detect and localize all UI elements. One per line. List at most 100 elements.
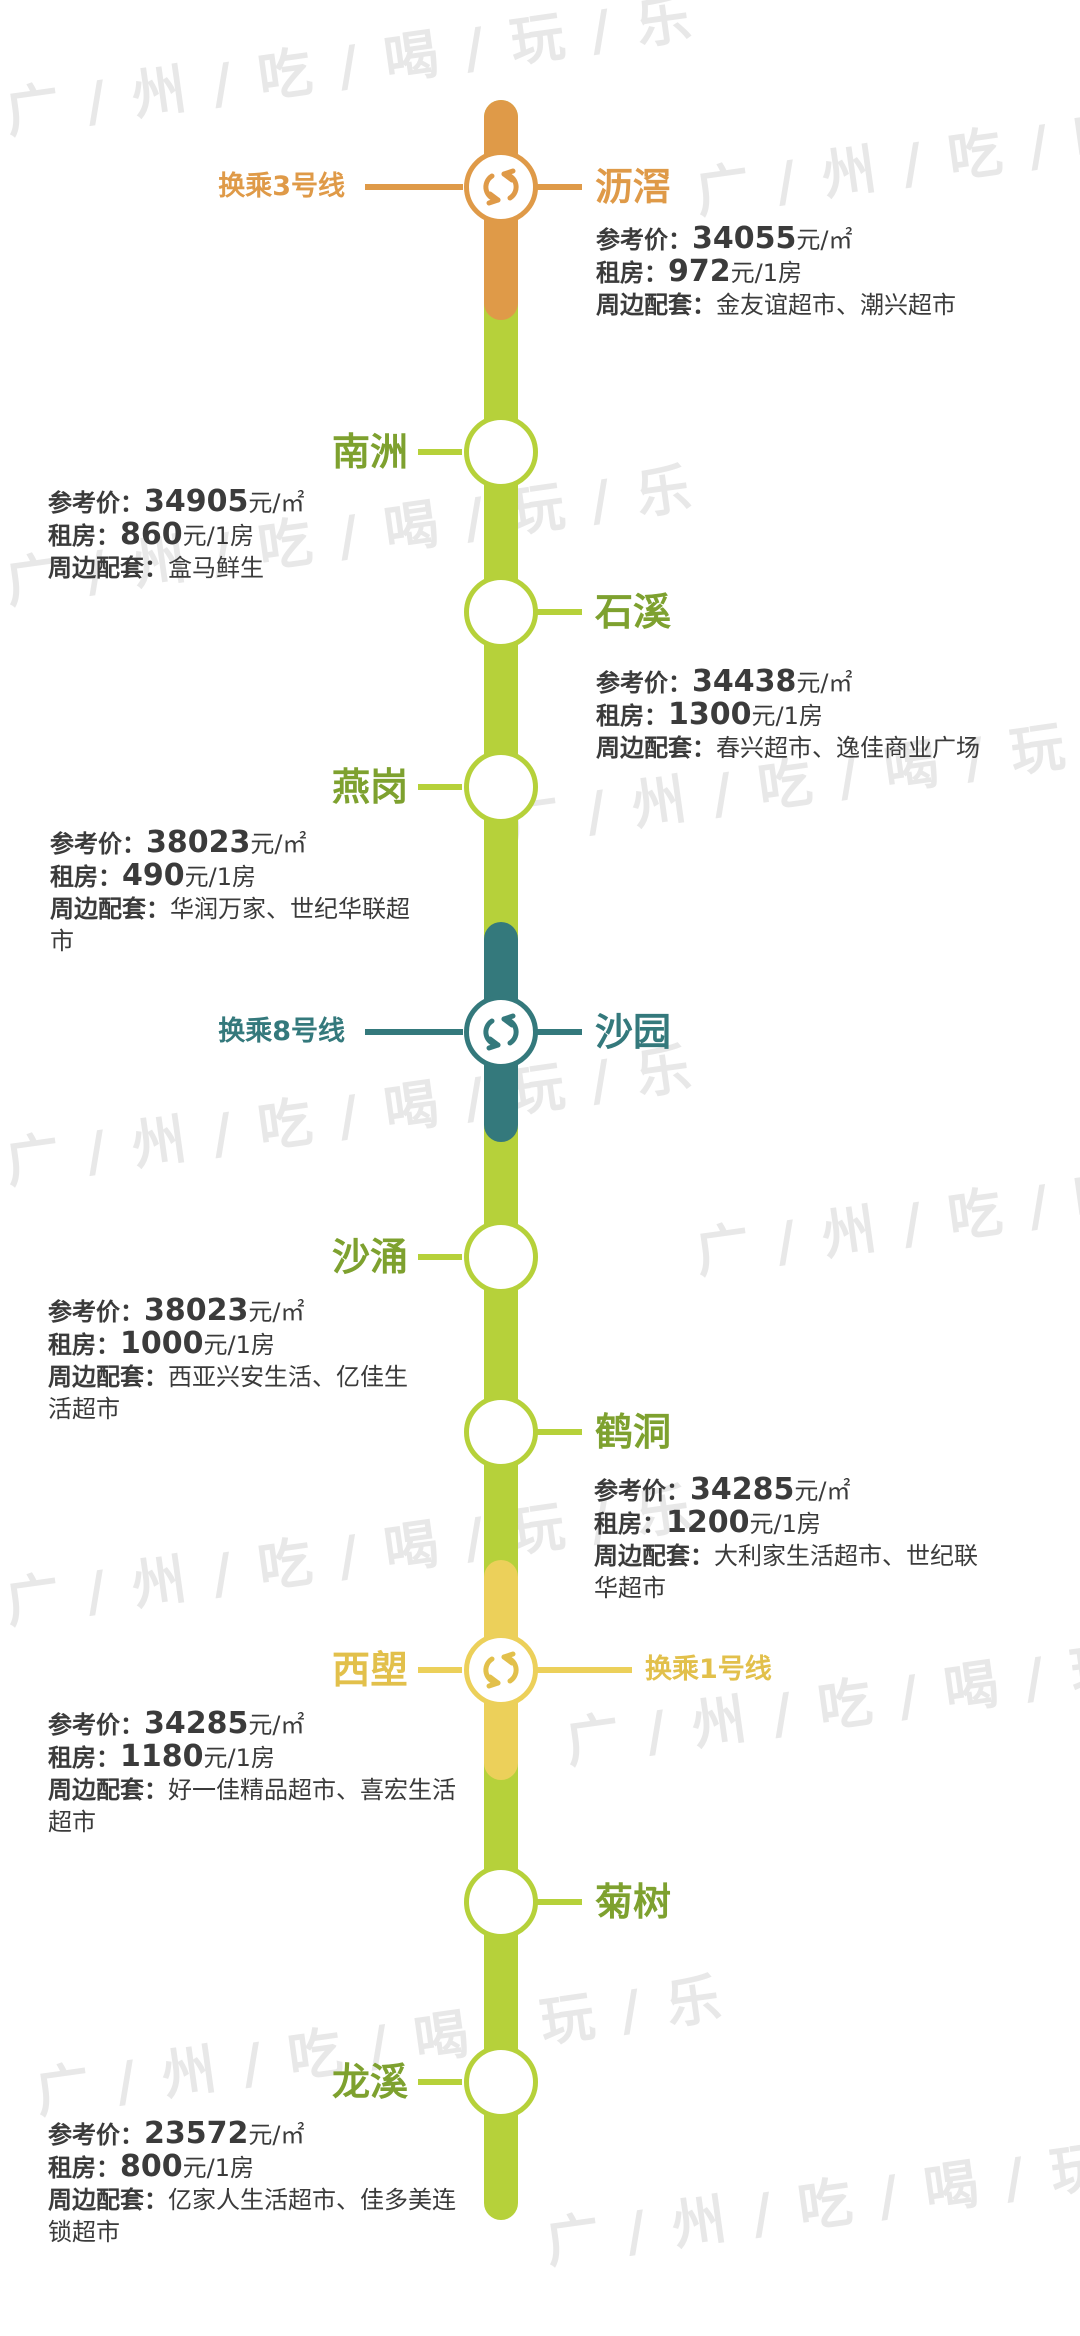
connector-line — [536, 1029, 582, 1035]
station-circle — [464, 575, 538, 649]
station-info: 参考价：38023元/㎡ 租房：1000元/1房 周边配套：西亚兴安生活、亿佳生… — [48, 1295, 408, 1425]
nearby-value: 亿家人生活超市、佳多美连锁超市 — [48, 2186, 456, 2246]
rent-label: 租房： — [48, 522, 120, 550]
price-unit: 元/㎡ — [250, 830, 307, 858]
price-label: 参考价： — [48, 2121, 144, 2149]
watermark-text: 广 / 州 / 吃 / 喝 / 玩 / 乐 — [561, 1616, 1080, 1776]
rent-unit: 元/1房 — [730, 259, 802, 287]
rent-label: 租房： — [48, 1744, 120, 1772]
rent-unit: 元/1房 — [203, 1331, 275, 1359]
station-circle — [464, 1395, 538, 1469]
nearby-value: 盒马鲜生 — [168, 554, 264, 582]
station-circle — [464, 1865, 538, 1939]
rent-unit: 元/1房 — [182, 522, 254, 550]
nearby-label: 周边配套： — [50, 895, 170, 923]
station-info: 参考价：38023元/㎡ 租房：490元/1房 周边配套：华润万家、世纪华联超市 — [50, 827, 410, 957]
station-circle — [464, 415, 538, 489]
station-info: 参考价：34285元/㎡ 租房：1200元/1房 周边配套：大利家生活超市、世纪… — [594, 1474, 994, 1604]
nearby-value: 西亚兴安生活、亿佳生活超市 — [48, 1363, 408, 1423]
nearby-value: 大利家生活超市、世纪联华超市 — [594, 1542, 978, 1602]
connector-line — [536, 184, 582, 190]
nearby-value: 春兴超市、逸佳商业广场 — [716, 734, 980, 762]
connector-line — [418, 449, 462, 455]
nearby-label: 周边配套： — [48, 1363, 168, 1391]
price-label: 参考价： — [596, 226, 692, 254]
price-label: 参考价： — [48, 489, 144, 517]
price-value: 23572 — [144, 2116, 249, 2151]
transfer-station-icon — [464, 1633, 538, 1707]
watermark-text: 广 / 州 / 吃 / 喝 / 玩 / 乐 — [541, 2116, 1080, 2276]
price-label: 参考价： — [50, 830, 146, 858]
rent-value: 1200 — [666, 1505, 750, 1540]
nearby-label: 周边配套： — [596, 734, 716, 762]
connector-line — [365, 184, 463, 190]
transfer-label: 换乘1号线 — [645, 1654, 772, 1685]
rent-value: 972 — [668, 254, 731, 289]
station-name: 西塱 — [331, 1648, 408, 1692]
connector-line — [536, 1667, 632, 1673]
station-name: 沙园 — [595, 1010, 672, 1054]
rent-label: 租房： — [594, 1510, 666, 1538]
price-label: 参考价： — [48, 1711, 144, 1739]
station-circle — [464, 750, 538, 824]
rent-value: 1180 — [120, 1739, 204, 1774]
connector-line — [365, 1029, 463, 1035]
station-info: 参考价：34438元/㎡ 租房：1300元/1房 周边配套：春兴超市、逸佳商业广… — [596, 666, 996, 764]
price-label: 参考价： — [596, 669, 692, 697]
watermark-text: 广 / 州 / 吃 / 喝 / 玩 / 乐 — [1, 0, 699, 146]
nearby-value: 华润万家、世纪华联超市 — [50, 895, 410, 955]
station-name: 燕岗 — [331, 765, 408, 809]
watermark-text: 广 / 州 / 吃 / 喝 / 玩 / 乐 — [691, 66, 1080, 226]
price-value: 34438 — [692, 664, 797, 699]
price-value: 38023 — [144, 1293, 249, 1328]
price-unit: 元/㎡ — [794, 1477, 851, 1505]
nearby-label: 周边配套： — [596, 291, 716, 319]
nearby-label: 周边配套： — [594, 1542, 714, 1570]
nearby-label: 周边配套： — [48, 554, 168, 582]
price-value: 34905 — [144, 484, 249, 519]
price-unit: 元/㎡ — [796, 669, 853, 697]
rent-label: 租房： — [596, 259, 668, 287]
rent-label: 租房： — [48, 2154, 120, 2182]
station-info: 参考价：34905元/㎡ 租房：860元/1房 周边配套：盒马鲜生 — [48, 486, 304, 584]
rent-unit: 元/1房 — [751, 702, 823, 730]
rent-unit: 元/1房 — [203, 1744, 275, 1772]
price-value: 38023 — [146, 825, 251, 860]
connector-line — [418, 784, 462, 790]
connector-line — [536, 1899, 582, 1905]
connector-line — [536, 1429, 582, 1435]
price-unit: 元/㎡ — [248, 2121, 305, 2149]
rent-value: 490 — [122, 858, 185, 893]
connector-line — [418, 1667, 462, 1673]
transfer-station-icon — [464, 150, 538, 224]
station-circle — [464, 1220, 538, 1294]
price-value: 34285 — [144, 1706, 249, 1741]
station-name: 南洲 — [331, 430, 408, 474]
price-unit: 元/㎡ — [248, 1711, 305, 1739]
rent-label: 租房： — [48, 1331, 120, 1359]
station-circle — [464, 2045, 538, 2119]
price-value: 34285 — [690, 1472, 795, 1507]
station-name: 石溪 — [595, 590, 672, 634]
connector-line — [418, 1254, 462, 1260]
station-info: 参考价：34055元/㎡ 租房：972元/1房 周边配套：金友谊超市、潮兴超市 — [596, 223, 956, 321]
station-name: 鹤洞 — [595, 1410, 672, 1454]
price-label: 参考价： — [48, 1298, 144, 1326]
rent-label: 租房： — [596, 702, 668, 730]
price-value: 34055 — [692, 221, 797, 256]
watermark-text: 广 / 州 / 吃 / 喝 / 玩 / 乐 — [691, 1126, 1080, 1286]
transfer-label: 换乘3号线 — [218, 171, 345, 202]
price-unit: 元/㎡ — [248, 1298, 305, 1326]
nearby-label: 周边配套： — [48, 2186, 168, 2214]
rent-value: 1300 — [668, 697, 752, 732]
transfer-label: 换乘8号线 — [218, 1016, 345, 1047]
station-name: 龙溪 — [331, 2060, 408, 2104]
rent-unit: 元/1房 — [182, 2154, 254, 2182]
nearby-label: 周边配套： — [48, 1776, 168, 1804]
nearby-value: 金友谊超市、潮兴超市 — [716, 291, 956, 319]
rent-unit: 元/1房 — [749, 1510, 821, 1538]
rent-value: 1000 — [120, 1326, 204, 1361]
price-label: 参考价： — [594, 1477, 690, 1505]
station-info: 参考价：34285元/㎡ 租房：1180元/1房 周边配套：好一佳精品超市、喜宏… — [48, 1708, 468, 1838]
